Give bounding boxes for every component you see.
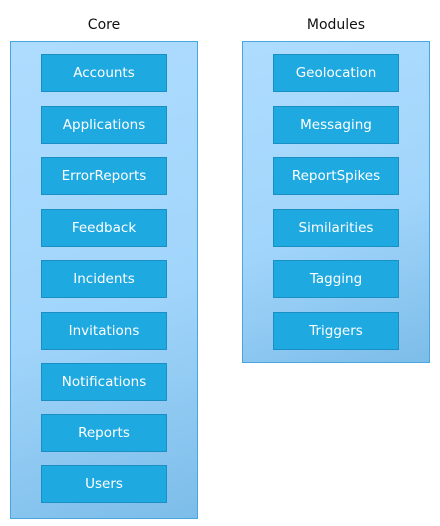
module-component-similarities: Similarities bbox=[273, 209, 399, 247]
modules-group-panel: Geolocation Messaging ReportSpikes Simil… bbox=[242, 41, 430, 363]
module-component-triggers: Triggers bbox=[273, 312, 399, 350]
module-component-tagging: Tagging bbox=[273, 260, 399, 298]
core-component-notifications: Notifications bbox=[41, 363, 167, 401]
core-component-applications: Applications bbox=[41, 106, 167, 144]
module-component-messaging: Messaging bbox=[273, 106, 399, 144]
module-component-reportspikes: ReportSpikes bbox=[273, 157, 399, 195]
core-component-invitations: Invitations bbox=[41, 312, 167, 350]
core-group-panel: Accounts Applications ErrorReports Feedb… bbox=[10, 41, 198, 519]
core-component-feedback: Feedback bbox=[41, 209, 167, 247]
core-component-reports: Reports bbox=[41, 414, 167, 452]
core-component-incidents: Incidents bbox=[41, 260, 167, 298]
module-component-geolocation: Geolocation bbox=[273, 54, 399, 92]
core-component-users: Users bbox=[41, 465, 167, 503]
core-group-title: Core bbox=[87, 17, 121, 33]
modules-group-title: Modules bbox=[306, 17, 366, 33]
core-component-accounts: Accounts bbox=[41, 54, 167, 92]
core-component-errorreports: ErrorReports bbox=[41, 157, 167, 195]
